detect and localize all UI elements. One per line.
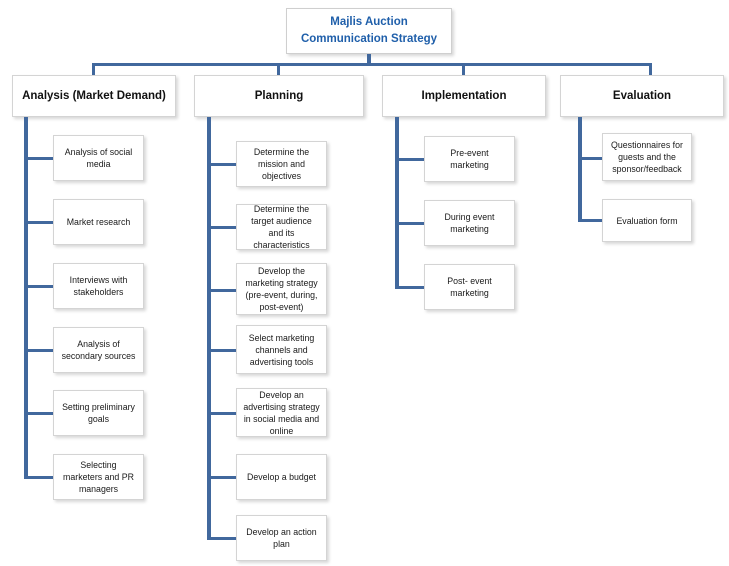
connector-stem-evaluation — [578, 117, 582, 222]
leaf-node-planning-7[interactable]: Develop an action plan — [236, 515, 327, 561]
connector-bus-drop-evaluation — [649, 63, 652, 75]
connector-elbow-planning-5 — [207, 412, 236, 415]
leaf-node-analysis-6[interactable]: Selecting marketers and PR managers — [53, 454, 144, 500]
leaf-node-planning-1[interactable]: Determine the mission and objectives — [236, 141, 327, 187]
leaf-node-analysis-5-label: Setting preliminary goals — [62, 402, 135, 424]
connector-elbow-planning-6 — [207, 476, 236, 479]
connector-stem-analysis — [24, 117, 28, 479]
leaf-node-analysis-4-label: Analysis of secondary sources — [61, 339, 136, 361]
leaf-node-analysis-3[interactable]: Interviews with stakeholders — [53, 263, 144, 309]
connector-elbow-evaluation-2 — [578, 219, 602, 222]
leaf-node-analysis-2[interactable]: Market research — [53, 199, 144, 245]
leaf-node-planning-2[interactable]: Determine the target audience and its ch… — [236, 204, 327, 250]
leaf-node-planning-4-label: Select marketing channels and advertisin… — [248, 332, 315, 367]
connector-elbow-planning-2 — [207, 226, 236, 229]
connector-elbow-analysis-4 — [24, 349, 53, 352]
connector-elbow-implementation-1 — [395, 158, 424, 161]
branch-node-implementation[interactable]: Implementation — [382, 75, 546, 117]
leaf-node-planning-7-label: Develop an action plan — [246, 527, 317, 549]
branch-node-analysis-label: Analysis (Market Demand) — [22, 89, 166, 102]
leaf-node-planning-3-label: Develop the marketing strategy (pre-even… — [245, 266, 318, 312]
leaf-node-implementation-3-label: Post- event marketing — [447, 276, 492, 298]
leaf-node-analysis-1-label: Analysis of social media — [64, 147, 133, 169]
leaf-node-implementation-2[interactable]: During event marketing — [424, 200, 515, 246]
leaf-node-implementation-1[interactable]: Pre-event marketing — [424, 136, 515, 182]
connector-stem-planning — [207, 117, 211, 540]
leaf-node-evaluation-2[interactable]: Evaluation form — [602, 199, 692, 242]
connector-stem-implementation — [395, 117, 399, 289]
leaf-node-analysis-1[interactable]: Analysis of social media — [53, 135, 144, 181]
connector-elbow-analysis-5 — [24, 412, 53, 415]
root-node-majlis-auction-communication-strategy[interactable]: Majlis Auction Communication Strategy — [286, 8, 452, 54]
branch-node-evaluation-label: Evaluation — [612, 89, 672, 102]
leaf-node-planning-1-label: Determine the mission and objectives — [253, 147, 310, 181]
leaf-node-planning-3[interactable]: Develop the marketing strategy (pre-even… — [236, 263, 327, 315]
leaf-node-implementation-3[interactable]: Post- event marketing — [424, 264, 515, 310]
leaf-node-evaluation-1-label: Questionnaires for guests and the sponso… — [611, 140, 683, 174]
leaf-node-planning-2-label: Determine the target audience and its ch… — [251, 204, 312, 250]
connector-bus-drop-planning — [277, 63, 280, 75]
branch-node-analysis[interactable]: Analysis (Market Demand) — [12, 75, 176, 117]
connector-bus-drop-implementation — [462, 63, 465, 75]
connector-elbow-planning-7 — [207, 537, 236, 540]
connector-elbow-planning-4 — [207, 349, 236, 352]
connector-elbow-analysis-2 — [24, 221, 53, 224]
leaf-node-analysis-4[interactable]: Analysis of secondary sources — [53, 327, 144, 373]
leaf-node-planning-6[interactable]: Develop a budget — [236, 454, 327, 500]
leaf-node-planning-6-label: Develop a budget — [247, 472, 316, 482]
connector-elbow-analysis-1 — [24, 157, 53, 160]
branch-node-planning[interactable]: Planning — [194, 75, 364, 117]
branch-node-planning-label: Planning — [254, 89, 304, 102]
connector-elbow-analysis-6 — [24, 476, 53, 479]
leaf-node-planning-5[interactable]: Develop an advertising strategy in socia… — [236, 388, 327, 437]
connector-elbow-planning-3 — [207, 289, 236, 292]
branch-node-evaluation[interactable]: Evaluation — [560, 75, 724, 117]
branch-node-implementation-label: Implementation — [421, 89, 507, 102]
connector-bus-drop-analysis — [92, 63, 95, 75]
leaf-node-planning-4[interactable]: Select marketing channels and advertisin… — [236, 325, 327, 374]
connector-elbow-planning-1 — [207, 163, 236, 166]
connector-root-drop — [367, 54, 371, 65]
connector-elbow-evaluation-1 — [578, 157, 602, 160]
leaf-node-evaluation-2-label: Evaluation form — [616, 215, 678, 226]
leaf-node-implementation-1-label: Pre-event marketing — [450, 148, 489, 170]
leaf-node-analysis-3-label: Interviews with stakeholders — [69, 275, 128, 297]
leaf-node-evaluation-1[interactable]: Questionnaires for guests and the sponso… — [602, 133, 692, 181]
leaf-node-analysis-5[interactable]: Setting preliminary goals — [53, 390, 144, 436]
leaf-node-implementation-2-label: During event marketing — [444, 212, 495, 234]
connector-elbow-analysis-3 — [24, 285, 53, 288]
root-node-label: Majlis Auction Communication Strategy — [300, 16, 438, 45]
connector-elbow-implementation-2 — [395, 222, 424, 225]
leaf-node-analysis-6-label: Selecting marketers and PR managers — [63, 460, 134, 494]
connector-elbow-implementation-3 — [395, 286, 424, 289]
leaf-node-analysis-2-label: Market research — [66, 217, 131, 227]
leaf-node-planning-5-label: Develop an advertising strategy in socia… — [243, 389, 320, 436]
connector-top-bus — [92, 63, 652, 66]
